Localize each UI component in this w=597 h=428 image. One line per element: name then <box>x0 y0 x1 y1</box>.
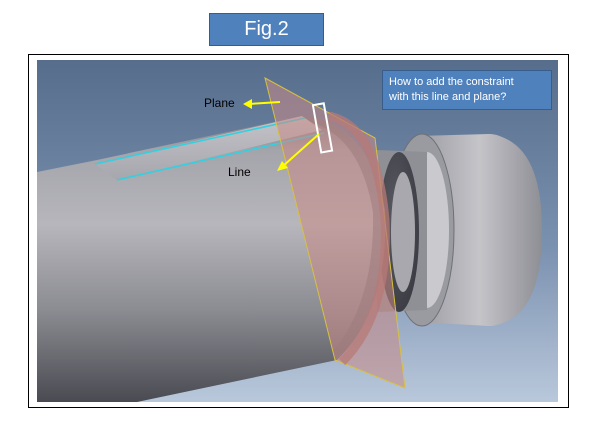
flat-face <box>95 116 322 180</box>
plane-label: Plane <box>204 96 235 110</box>
cad-scene <box>37 60 558 402</box>
question-line-2: with this line and plane? <box>389 91 507 103</box>
edge-line-upper <box>94 117 306 165</box>
collar-inner <box>391 172 415 292</box>
line-arrow <box>282 133 320 167</box>
line-label: Line <box>228 165 251 179</box>
line-arrow-head <box>277 161 288 171</box>
plane-intersection-arc <box>327 111 390 366</box>
plane-arrow <box>248 101 281 105</box>
selected-line-highlight[interactable] <box>311 102 334 154</box>
figure-title: Fig.2 <box>209 13 324 46</box>
plane-arrow-head <box>243 99 252 109</box>
question-line-1: How to add the constraint <box>389 76 514 88</box>
question-callout: How to add the constraint with this line… <box>382 70 552 110</box>
cad-viewport[interactable] <box>37 60 558 402</box>
